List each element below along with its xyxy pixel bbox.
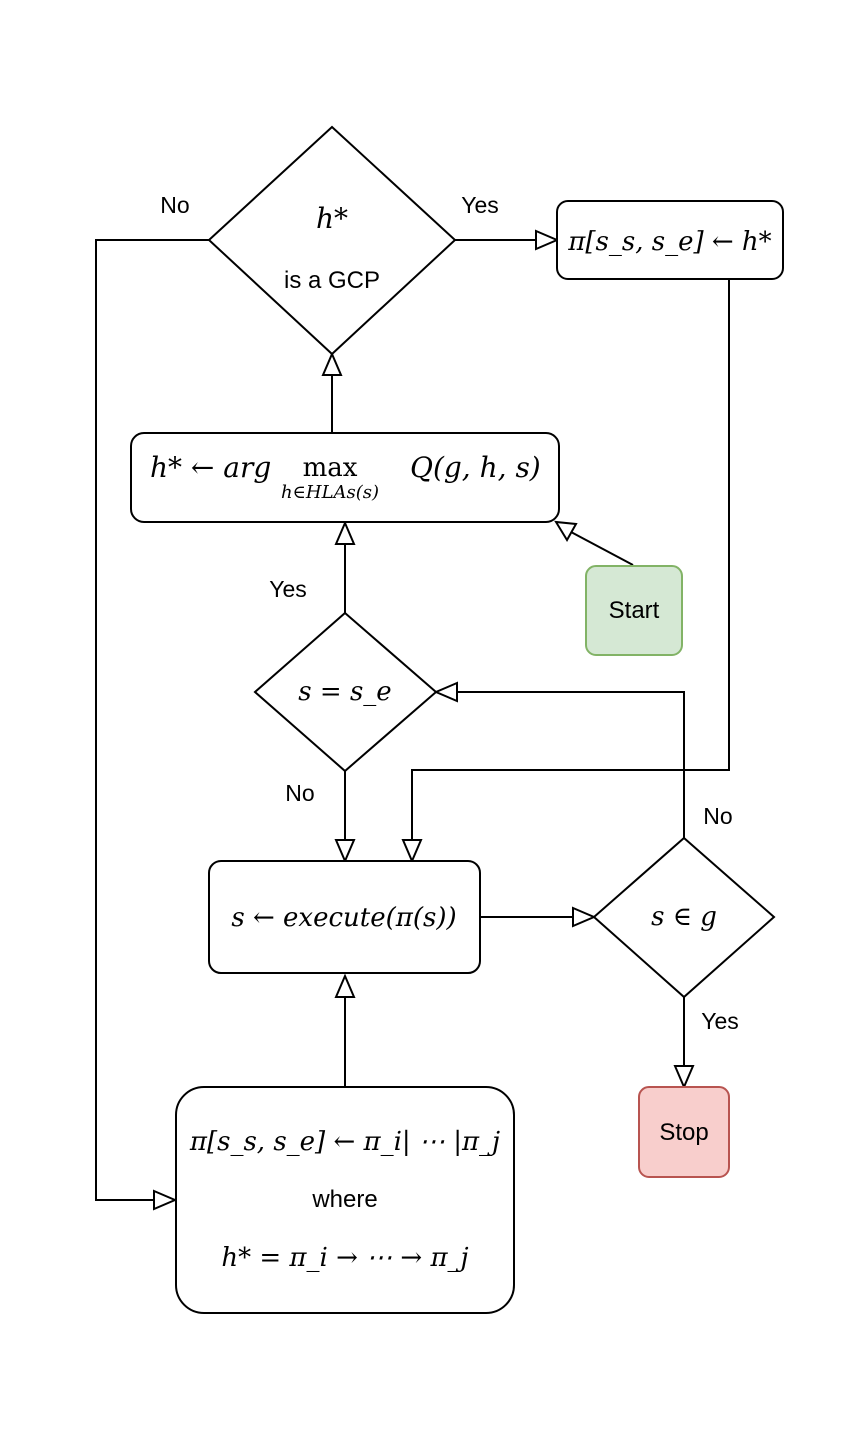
gcp-decision-line1: h* — [316, 202, 348, 235]
edge-start-to-select — [570, 531, 634, 566]
select-hla-shape — [130, 432, 560, 523]
edge-label-gcp-no: No — [160, 192, 189, 218]
assign-policy-node: π[s_s, s_e] ← h* — [556, 200, 784, 280]
goal-decision-label: s ∈ g — [651, 902, 717, 932]
edge-se-no-arrowhead — [334, 839, 356, 864]
edge-decompose-to-execute-arrowhead — [334, 973, 356, 998]
edge-gcp-yes-arrowhead — [535, 229, 560, 251]
select-hla-sub: h∈HLAs(s) — [281, 482, 379, 503]
select-hla-lhs: h* ← arg — [150, 451, 271, 484]
edge-gcp-no-arrowhead — [153, 1189, 178, 1211]
edge-start-to-select-arrowhead — [554, 520, 578, 542]
edge-gcp-no — [95, 239, 209, 1201]
goal-decision: s ∈ g — [592, 836, 776, 999]
state-end-decision: s = s_e — [253, 611, 438, 773]
execute-shape — [208, 860, 481, 974]
stop-node: Stop — [638, 1086, 730, 1178]
start-shape — [585, 565, 683, 656]
decompose-node: π[s_s, s_e] ← π_i| ⋯ |π_j where h* = π_i… — [175, 1086, 515, 1314]
stop-label: Stop — [659, 1119, 708, 1146]
edge-goal-yes-arrowhead — [673, 1065, 695, 1090]
start-node: Start — [585, 565, 683, 656]
edge-execute-to-goal-arrowhead — [572, 906, 597, 928]
select-hla-op: max — [303, 453, 358, 483]
edge-assign-to-execute — [411, 280, 730, 840]
state-end-decision-label: s = s_e — [298, 677, 391, 707]
gcp-decision-shape — [207, 125, 457, 356]
edge-label-se-yes: Yes — [269, 576, 307, 602]
edge-goal-no-arrowhead — [433, 681, 458, 703]
edge-label-goal-no: No — [703, 803, 732, 829]
start-label: Start — [609, 597, 660, 624]
edge-se-yes-arrowhead — [334, 520, 356, 545]
execute-node: s ← execute(π(s)) — [208, 860, 481, 974]
goal-decision-shape — [592, 836, 776, 999]
decompose-shape — [175, 1086, 515, 1314]
decompose-line3: h* = π_i → ⋯ → π_j — [221, 1243, 468, 1273]
gcp-decision: h* is a GCP — [207, 125, 457, 356]
stop-shape — [638, 1086, 730, 1178]
assign-policy-shape — [556, 200, 784, 280]
edge-label-gcp-yes: Yes — [461, 192, 499, 218]
edge-goal-no — [457, 691, 685, 838]
edge-label-se-no: No — [285, 780, 314, 806]
gcp-decision-line2: is a GCP — [284, 267, 380, 294]
edge-select-to-gcp-arrowhead — [321, 351, 343, 376]
execute-label: s ← execute(π(s)) — [231, 903, 456, 933]
decompose-line1: π[s_s, s_e] ← π_i| ⋯ |π_j — [189, 1127, 500, 1157]
select-hla-node: h* ← arg max h∈HLAs(s) Q(g, h, s) — [130, 432, 560, 523]
select-hla-rhs: Q(g, h, s) — [410, 451, 541, 484]
decompose-line2: where — [311, 1186, 377, 1213]
edge-assign-to-execute-arrowhead — [401, 839, 423, 864]
state-end-decision-shape — [253, 611, 438, 773]
assign-policy-label: π[s_s, s_e] ← h* — [567, 227, 771, 257]
edge-label-goal-yes: Yes — [701, 1008, 739, 1034]
